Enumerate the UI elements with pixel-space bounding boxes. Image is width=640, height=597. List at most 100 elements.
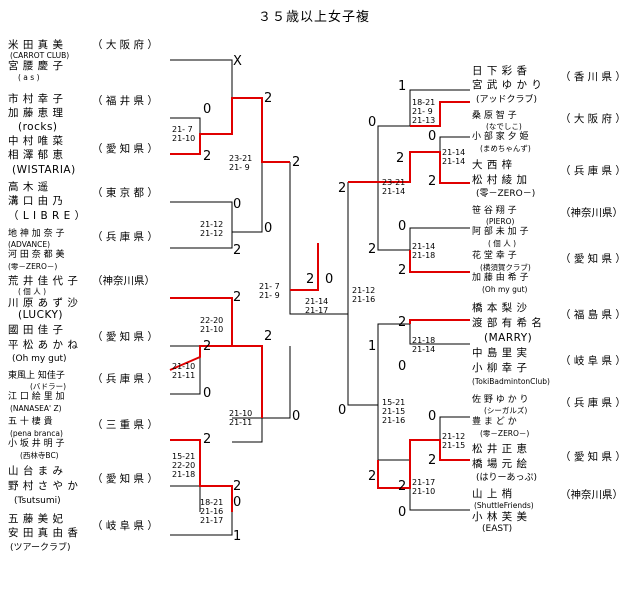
right-8-club-1: (シーガルズ) xyxy=(484,406,528,415)
left-11-club: (ツアークラブ) xyxy=(10,543,71,553)
score-left-2: 0 xyxy=(203,102,212,117)
right-6-pref: （ 福 島 県 ） xyxy=(560,309,626,321)
left-10-club: (Tsutsumi) xyxy=(14,496,61,506)
right-10-club-1: (ShuttleFriends) xyxy=(474,501,534,510)
right-8-club-2: (零－ZERO－) xyxy=(480,429,530,438)
right-6-player-2: 渡 部 有 希 名 xyxy=(472,317,543,329)
bracket-line xyxy=(170,59,233,98)
right-8-pref: （ 兵 庫 県 ） xyxy=(560,397,626,409)
left-5-pref: （ 兵 庫 県 ） xyxy=(92,231,158,243)
bracket-line xyxy=(409,89,470,126)
score-right-10: 0 xyxy=(398,505,407,520)
right-10-player-1: 山 上 梢 xyxy=(472,488,513,500)
left-11-player-2: 安 田 真 由 香 xyxy=(8,527,79,539)
right-5-player-1: 花 堂 幸 子 xyxy=(472,251,517,261)
left-8-player-1: 東風上 知佳子 xyxy=(8,371,65,381)
page-title: ３５歳以上女子複 xyxy=(258,10,371,25)
right-5-club-1: (横須賀クラブ) xyxy=(480,263,531,272)
left-4-player-2: 溝 口 由 乃 xyxy=(8,195,64,207)
score-left-qf-2: 0 xyxy=(292,409,301,424)
left-9-pref: （ 三 重 県 ） xyxy=(92,419,158,431)
right-5-club-2: (Oh my gut) xyxy=(482,285,528,294)
right-9-club: (はりーあっぷ) xyxy=(476,473,538,483)
left-4-club: （ L I B R E ） xyxy=(8,210,86,222)
left-2-pref: （ 福 井 県 ） xyxy=(92,95,158,107)
score-right-r2-1: 0 xyxy=(368,115,377,130)
game-score: 23-21 21-14 xyxy=(382,178,406,196)
winner-path xyxy=(409,319,470,324)
left-4-player-1: 高 木 遥 xyxy=(8,181,49,193)
right-1-club: (アッドクラブ) xyxy=(476,95,538,105)
right-3-club: (零－ZERO－) xyxy=(476,189,536,199)
score-right-2: 0 xyxy=(428,129,437,144)
right-8-player-2: 豊 ま ど か xyxy=(472,417,517,427)
left-8-club-2: (NANASEA' Z) xyxy=(10,404,62,413)
winner-path xyxy=(410,101,470,127)
score-right-qf-1: 2 xyxy=(338,181,347,196)
winner-path xyxy=(169,297,233,371)
left-1-club-1: (CARROT CLUB) xyxy=(10,51,70,60)
score-right-r2-2: 2 xyxy=(396,151,405,166)
right-9-player-2: 橋 場 元 絵 xyxy=(472,458,528,470)
bracket-line xyxy=(409,324,470,345)
left-3-player-1: 中 村 唯 菜 xyxy=(8,135,64,147)
score-left-r2-2: 0 xyxy=(264,221,273,236)
score-left-9: 2 xyxy=(203,432,212,447)
bracket-line xyxy=(170,485,201,512)
winner-path xyxy=(290,243,319,291)
right-10-club-2: (EAST) xyxy=(482,524,513,534)
bracket-line xyxy=(170,345,201,357)
right-2-pref: （ 大 阪 府 ） xyxy=(560,113,626,125)
left-2-player-2: 加 藤 恵 理 xyxy=(8,107,64,119)
score-left-qf-1: 2 xyxy=(292,155,301,170)
bracket-line xyxy=(439,136,470,152)
score-right-6: 2 xyxy=(398,315,407,330)
winner-path xyxy=(232,345,263,418)
left-9-club-1: (pena branca) xyxy=(10,429,63,438)
winner-path xyxy=(377,439,470,489)
left-5-player-2: 河 田 奈 都 美 xyxy=(8,250,65,260)
score-right-3: 2 xyxy=(428,174,437,189)
game-score: 21-18 21-14 xyxy=(412,336,436,354)
left-5-player-1: 地 神 加 奈 子 xyxy=(8,229,65,239)
score-left-r2-3: 2 xyxy=(264,329,273,344)
bracket-line xyxy=(289,162,318,315)
bracket-line xyxy=(170,232,233,249)
bracket-line xyxy=(347,182,378,406)
score-right-5: 2 xyxy=(398,263,407,278)
bracket-line xyxy=(170,512,233,536)
left-3-club: (WISTARIA) xyxy=(12,164,76,176)
game-score: 21-14 21-18 xyxy=(412,242,436,260)
left-2-club: (rocks) xyxy=(18,121,58,133)
game-score: 21- 7 21-10 xyxy=(172,125,196,143)
score-left-6: 2 xyxy=(233,290,242,305)
bracket-line xyxy=(409,227,470,250)
right-7-player-1: 中 島 里 実 xyxy=(472,347,528,359)
left-9-player-1: 五 十 棲 貴 xyxy=(8,417,53,427)
winner-path xyxy=(348,151,470,184)
score-right-r2-4: 1 xyxy=(368,339,377,354)
game-score: 18-21 21- 9 21-13 xyxy=(412,98,436,125)
score-left-1: X xyxy=(233,54,242,69)
score-right-9: 2 xyxy=(428,453,437,468)
left-8-club-1: (バドラー) xyxy=(30,382,67,391)
left-6-pref: （神奈川県） xyxy=(92,275,155,287)
right-4-club-1: (PIERO) xyxy=(486,217,515,226)
score-final-left: 2 xyxy=(306,272,315,287)
bracket-line xyxy=(439,416,470,440)
game-score: 18-21 21-16 21-17 xyxy=(200,498,224,525)
game-score: 21-12 21-12 xyxy=(200,220,224,238)
right-9-pref: （ 愛 知 県 ） xyxy=(560,451,626,463)
right-4-club-2: ( 個 人 ) xyxy=(488,239,517,248)
right-7-player-2: 小 柳 幸 子 xyxy=(472,362,528,374)
right-9-player-1: 松 井 正 恵 xyxy=(472,443,528,455)
right-6-player-1: 橋 本 梨 沙 xyxy=(472,302,528,314)
game-score: 21-10 21-11 xyxy=(172,362,196,380)
game-score: 15-21 22-20 21-18 xyxy=(172,452,196,479)
game-score: 21-17 21-10 xyxy=(412,478,436,496)
left-5-club-2: (零－ZERO－) xyxy=(8,262,58,271)
left-6-player-2: 川 原 あ ず 沙 xyxy=(8,297,79,309)
right-5-pref: （ 愛 知 県 ） xyxy=(560,253,626,265)
score-left-r2-1: 2 xyxy=(264,91,273,106)
